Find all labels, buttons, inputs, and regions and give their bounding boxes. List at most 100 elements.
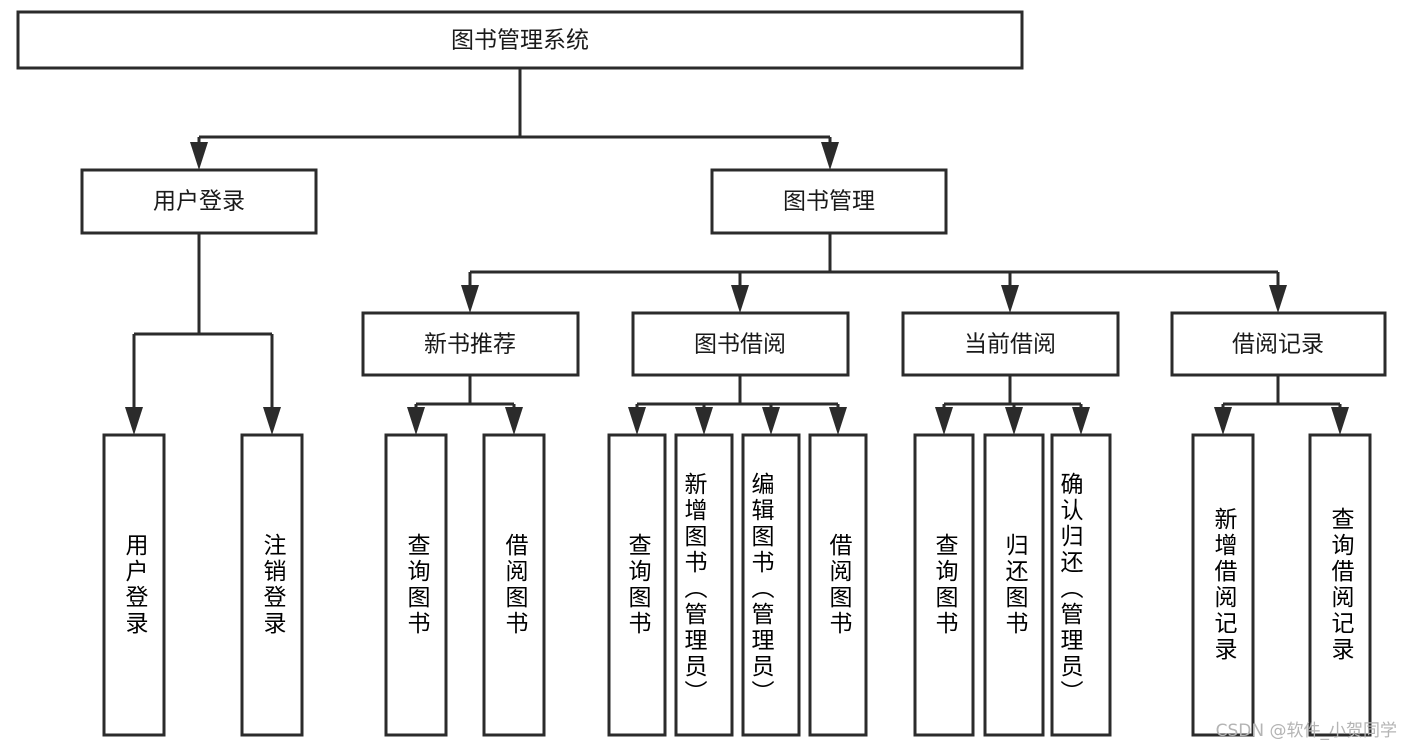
arrow-head-icon [829,407,847,435]
node-book-borrow[interactable]: 图书借阅 [631,311,850,377]
node-leaf-borrow-book-1-box[interactable] [482,433,546,737]
arrow-head-icon [1214,407,1232,435]
node-leaf-edit-book-box[interactable] [741,433,801,737]
connector-group-current-borrow [935,375,1090,435]
node-new-book-rec[interactable]: 新书推荐 [361,311,580,377]
arrow-head-icon [1269,285,1287,313]
arrow-head-icon [461,285,479,313]
node-book-manage-box[interactable] [710,168,948,235]
arrow-head-icon [821,142,839,170]
node-leaf-query-book-3-textwrap: 查询图书 [931,533,957,637]
node-borrow-record[interactable]: 借阅记录 [1170,311,1387,377]
node-leaf-return-book-textwrap: 归还图书 [1001,533,1027,637]
node-leaf-query-book-2[interactable]: 查询图书 [607,433,667,737]
node-current-borrow-box[interactable] [901,311,1120,377]
node-book-borrow-label: 图书借阅 [694,332,786,358]
node-leaf-query-record[interactable]: 查询借阅记录 [1308,433,1372,737]
node-leaf-query-book-2-textwrap: 查询图书 [624,533,650,637]
node-user-login-box[interactable] [80,168,318,235]
connector-group-user-login [125,233,281,435]
node-leaf-user-login[interactable]: 用户登录 [102,433,166,737]
node-leaf-confirm-return[interactable]: 确认归还（管理员） [1050,433,1112,737]
node-leaf-edit-book-textwrap: 编辑图书（管理员） [747,472,773,706]
node-leaf-query-book-1-textwrap: 查询图书 [403,533,429,637]
connector-group-borrow-record [1214,375,1349,435]
node-leaf-borrow-book-2-box[interactable] [808,433,868,737]
arrow-head-icon [190,142,208,170]
node-borrow-record-label: 借阅记录 [1232,332,1324,358]
node-leaf-query-book-3-label: 查询图书 [931,533,957,637]
arrow-head-icon [762,407,780,435]
arrow-head-icon [263,407,281,435]
arrow-head-icon [125,407,143,435]
node-leaf-add-record-box[interactable] [1191,433,1255,737]
node-leaf-add-book[interactable]: 新增图书（管理员） [674,433,734,737]
node-leaf-query-record-textwrap: 查询借阅记录 [1327,507,1353,663]
node-leaf-query-record-label: 查询借阅记录 [1327,507,1353,663]
node-user-login-label: 用户登录 [153,189,245,215]
node-root-label: 图书管理系统 [451,28,589,54]
node-leaf-add-book-label: 新增图书（管理员） [680,472,706,706]
node-leaf-query-book-2-box[interactable] [607,433,667,737]
node-leaf-confirm-return-textwrap: 确认归还（管理员） [1056,472,1082,706]
node-leaf-logout[interactable]: 注销登录 [240,433,304,737]
node-leaf-query-book-3[interactable]: 查询图书 [913,433,975,737]
node-leaf-logout-textwrap: 注销登录 [259,533,285,637]
node-leaf-query-book-1-label: 查询图书 [403,533,429,637]
node-leaf-query-record-box[interactable] [1308,433,1372,737]
node-leaf-return-book[interactable]: 归还图书 [983,433,1045,737]
connector-group-root [190,68,839,170]
node-leaf-borrow-book-2-textwrap: 借阅图书 [825,533,851,637]
node-leaf-borrow-book-2-label: 借阅图书 [825,533,851,637]
connector-group-book-borrow [628,375,847,435]
arrow-head-icon [407,407,425,435]
node-leaf-query-book-2-label: 查询图书 [624,533,650,637]
node-root-box[interactable] [16,10,1024,70]
arrow-head-icon [695,407,713,435]
node-leaf-borrow-book-1-label: 借阅图书 [501,533,527,637]
node-current-borrow-label: 当前借阅 [964,332,1056,358]
arrow-head-icon [628,407,646,435]
watermark: CSDN @软件_小贺同学 [1215,721,1397,741]
arrow-head-icon [731,285,749,313]
node-new-book-rec-box[interactable] [361,311,580,377]
node-book-manage-label: 图书管理 [783,189,875,215]
arrow-head-icon [1005,407,1023,435]
node-user-login[interactable]: 用户登录 [80,168,318,235]
node-leaf-user-login-box[interactable] [102,433,166,737]
arrow-head-icon [1001,285,1019,313]
node-leaf-return-book-label: 归还图书 [1001,533,1027,637]
node-leaf-query-book-1[interactable]: 查询图书 [384,433,448,737]
node-leaf-logout-label: 注销登录 [259,533,285,637]
node-book-borrow-box[interactable] [631,311,850,377]
node-leaf-add-book-box[interactable] [674,433,734,737]
node-leaf-return-book-box[interactable] [983,433,1045,737]
node-leaf-confirm-return-box[interactable] [1050,433,1112,737]
node-leaf-borrow-book-2[interactable]: 借阅图书 [808,433,868,737]
node-leaf-confirm-return-label: 确认归还（管理员） [1056,472,1082,706]
arrow-head-icon [1072,407,1090,435]
connector-group-new-book-rec [407,375,523,435]
node-leaf-query-book-1-box[interactable] [384,433,448,737]
node-leaf-add-record[interactable]: 新增借阅记录 [1191,433,1255,737]
node-leaf-borrow-book-1-textwrap: 借阅图书 [501,533,527,637]
arrow-head-icon [505,407,523,435]
arrow-head-icon [935,407,953,435]
node-current-borrow[interactable]: 当前借阅 [901,311,1120,377]
node-leaf-add-book-textwrap: 新增图书（管理员） [680,472,706,706]
node-leaf-add-record-label: 新增借阅记录 [1210,507,1236,663]
arrow-head-icon [1331,407,1349,435]
node-book-manage[interactable]: 图书管理 [710,168,948,235]
node-leaf-logout-box[interactable] [240,433,304,737]
node-leaf-borrow-book-1[interactable]: 借阅图书 [482,433,546,737]
node-borrow-record-box[interactable] [1170,311,1387,377]
node-root[interactable]: 图书管理系统 [16,10,1024,70]
node-leaf-edit-book[interactable]: 编辑图书（管理员） [741,433,801,737]
node-leaf-query-book-3-box[interactable] [913,433,975,737]
node-leaf-user-login-label: 用户登录 [121,533,147,637]
node-leaf-edit-book-label: 编辑图书（管理员） [747,472,773,706]
connector-group-book-manage [461,233,1287,313]
node-leaf-user-login-textwrap: 用户登录 [121,533,147,637]
